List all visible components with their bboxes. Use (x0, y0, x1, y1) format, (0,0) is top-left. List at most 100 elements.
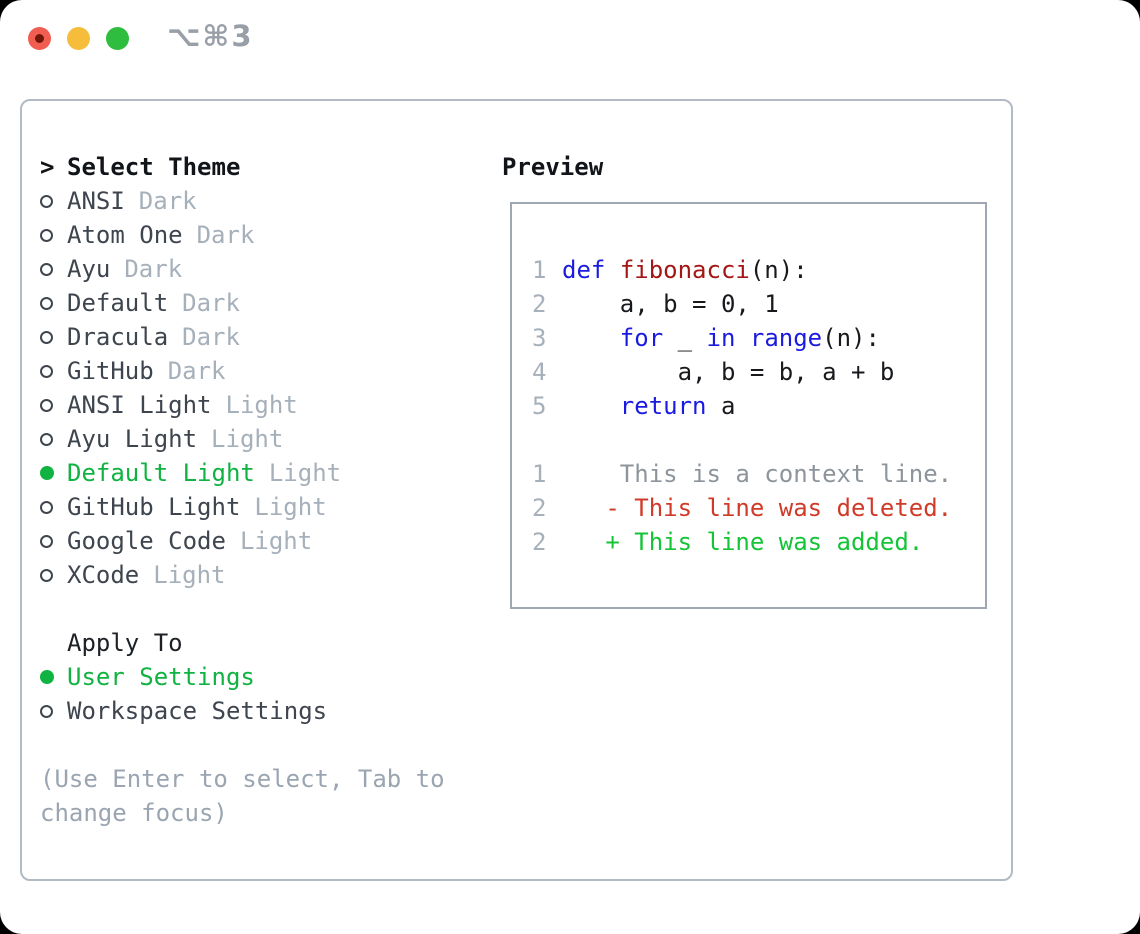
spacer (40, 592, 460, 626)
zoom-button[interactable] (106, 27, 129, 50)
line-number: 5 (532, 392, 547, 420)
line-number: 1 (532, 460, 547, 488)
theme-name: Default (67, 289, 169, 317)
code-token: (n): (749, 256, 808, 284)
code-token: a, b = b, a + b (562, 358, 895, 386)
radio-dot (40, 194, 53, 208)
radio-icon (40, 228, 67, 242)
code-token (562, 392, 620, 420)
preview-title: Preview (502, 153, 604, 181)
apply-to-option[interactable]: Workspace Settings (40, 694, 460, 728)
theme-variant-badge: Dark (196, 221, 255, 249)
theme-variant-badge: Dark (182, 323, 240, 351)
keyboard-shortcut-label: ⌥⌘3 (167, 19, 254, 53)
theme-name: Ayu Light (67, 425, 198, 453)
apply-to-option-label: User Settings (67, 663, 255, 691)
diff-text: - This line was deleted. (562, 494, 953, 522)
radio-dot (40, 500, 53, 514)
theme-variant-badge: Dark (182, 289, 240, 317)
diff-line-context: 1 This is a context line. (532, 457, 985, 491)
theme-name: Atom One (67, 221, 183, 249)
radio-icon (40, 364, 67, 378)
theme-variant-badge: Light (211, 425, 284, 453)
theme-name: GitHub Light (67, 493, 241, 521)
code-token: a (706, 392, 736, 420)
code-token: (n): (822, 324, 880, 352)
theme-item[interactable]: Dracula Dark (40, 320, 460, 354)
theme-item[interactable]: ANSI Dark (40, 184, 460, 218)
code-token: fibonacci (619, 256, 750, 284)
radio-icon (40, 296, 67, 310)
radio-dot (40, 704, 53, 718)
theme-name: ANSI (67, 187, 125, 215)
prompt-caret-icon: > (40, 153, 55, 181)
theme-list-header: > Select Theme (40, 150, 460, 184)
radio-icon (40, 398, 67, 412)
spacer (532, 423, 985, 457)
theme-item[interactable]: Ayu Dark (40, 252, 460, 286)
radio-selected-icon (40, 466, 67, 480)
theme-name: GitHub (67, 357, 154, 385)
theme-name: Dracula (67, 323, 169, 351)
theme-item[interactable]: Default Dark (40, 286, 460, 320)
radio-dot (40, 466, 54, 480)
theme-item[interactable]: Ayu Light Light (40, 422, 460, 456)
theme-name: XCode (67, 561, 140, 589)
apply-to-option[interactable]: User Settings (40, 660, 460, 694)
code-token (605, 256, 619, 284)
apply-to-option-label: Workspace Settings (67, 697, 328, 725)
code-line: 1 def fibonacci(n): (532, 253, 985, 287)
code-token (735, 324, 749, 352)
diff-text: This is a context line. (562, 460, 953, 488)
radio-dot (40, 534, 53, 548)
theme-variant-badge: Dark (124, 255, 183, 283)
code-token: for (619, 324, 664, 352)
line-number: 4 (532, 358, 547, 386)
code-token: _ (663, 324, 707, 352)
apply-to-header: Apply To (40, 626, 460, 660)
radio-icon (40, 330, 67, 344)
theme-name: ANSI Light (67, 391, 212, 419)
code-token (562, 324, 620, 352)
radio-icon (40, 534, 67, 548)
theme-variant-badge: Dark (138, 187, 197, 215)
theme-name: Google Code (67, 527, 226, 555)
code-token: def (562, 256, 606, 284)
radio-icon (40, 194, 67, 208)
hint-text: (Use Enter to select, Tab to change focu… (40, 765, 445, 827)
radio-dot (40, 330, 53, 344)
radio-dot (40, 364, 53, 378)
code-line: 4 a, b = b, a + b (532, 355, 985, 389)
radio-dot (40, 432, 53, 446)
code-token: return (619, 392, 707, 420)
radio-icon (40, 568, 67, 582)
diff-block: 1 This is a context line. 2 - This line w… (532, 457, 985, 559)
radio-dot (40, 296, 53, 310)
code-line: 5 return a (532, 389, 985, 423)
theme-item[interactable]: XCode Light (40, 558, 460, 592)
line-number: 1 (532, 256, 547, 284)
theme-item[interactable]: Atom One Dark (40, 218, 460, 252)
theme-variant-badge: Light (239, 527, 313, 555)
theme-variant-badge: Light (153, 561, 226, 589)
radio-icon (40, 432, 67, 446)
minimize-button[interactable] (67, 27, 90, 50)
theme-name: Ayu (67, 255, 111, 283)
apply-to-title: Apply To (67, 629, 183, 657)
close-button[interactable] (28, 27, 51, 50)
radio-icon (40, 500, 67, 514)
line-number: 2 (532, 528, 547, 556)
line-number: 3 (532, 324, 547, 352)
radio-dot (40, 262, 53, 276)
theme-item[interactable]: Google Code Light (40, 524, 460, 558)
radio-dot (40, 670, 54, 684)
